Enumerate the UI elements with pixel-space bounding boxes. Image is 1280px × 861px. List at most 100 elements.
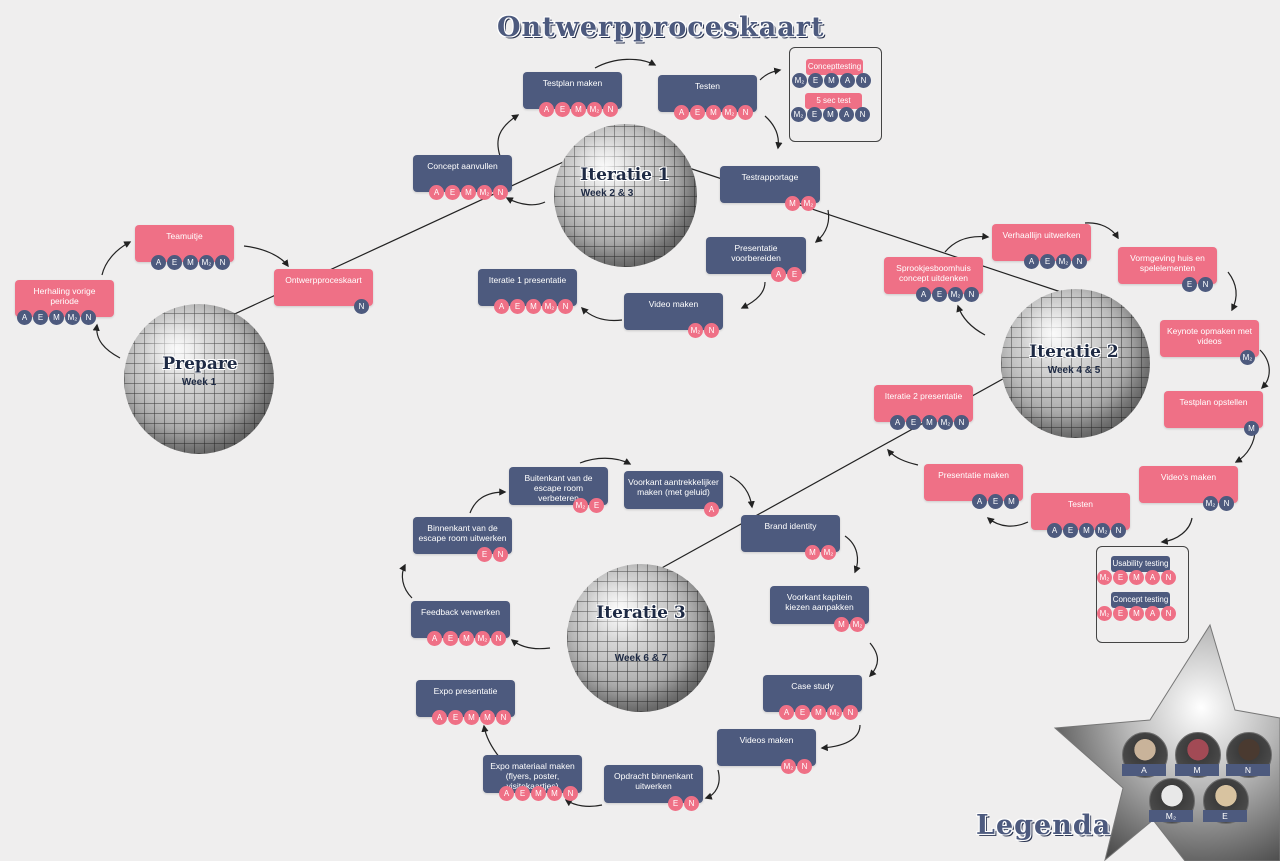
arrow — [594, 58, 657, 69]
member-chip: M — [824, 73, 839, 88]
member-chip: M — [464, 710, 479, 725]
member-chip: E — [443, 631, 458, 646]
test-method-label: 5 sec test — [805, 93, 862, 109]
member-chip: E — [988, 494, 1003, 509]
phase-subtitle: Week 1 — [181, 377, 217, 388]
member-chip: N — [563, 786, 578, 801]
member-chip: M — [922, 415, 937, 430]
arrow — [956, 304, 986, 336]
arrow — [510, 639, 551, 650]
member-chip: N — [1161, 606, 1176, 621]
task-card-label: Case study — [791, 681, 834, 691]
member-chip: A — [17, 310, 32, 325]
task-card[interactable]: Voorkant aantrekkelijker maken (met gelu… — [624, 471, 723, 517]
member-chip: N — [704, 323, 719, 338]
member-chip: M — [480, 710, 495, 725]
member-chip: E — [1063, 523, 1078, 538]
phase-title: Iteratie 1 — [580, 165, 670, 185]
phase-ball-prepare — [124, 304, 274, 454]
arrow — [1227, 271, 1238, 312]
member-chip: E — [33, 310, 48, 325]
member-chip: A — [539, 102, 554, 117]
task-card-label: Buitenkant van de escape room verbeteren — [524, 473, 593, 503]
member-chip: M — [811, 705, 826, 720]
phase-ball-iteratie-1 — [554, 124, 697, 267]
task-card-label: Testrapportage — [741, 172, 799, 182]
arrow — [101, 241, 132, 276]
member-chip: M — [706, 105, 721, 120]
member-chip: N — [493, 547, 508, 562]
task-card[interactable]: Expo materiaal maken (flyers, poster, vi… — [483, 755, 582, 801]
task-card-label: Presentatie voorbereiden — [731, 243, 781, 263]
member-chip: N — [954, 415, 969, 430]
member-chip: E — [167, 255, 182, 270]
member-chip: N — [491, 631, 506, 646]
arrow — [764, 115, 783, 150]
member-chip: A — [499, 786, 514, 801]
member-chip: M — [571, 102, 586, 117]
arrow — [887, 448, 919, 466]
member-chip: M₂ — [792, 73, 807, 88]
task-card-label: Testplan maken — [542, 78, 603, 88]
test-method-label: Concept testing — [1111, 592, 1170, 608]
member-chip: M₂ — [587, 102, 602, 117]
member-chip: M₂ — [1203, 496, 1218, 511]
member-chips: M — [1244, 421, 1259, 436]
arrow — [92, 323, 121, 359]
test-method-label: Concepttesting — [806, 59, 863, 75]
member-chip: E — [807, 107, 822, 122]
arrow — [1084, 222, 1119, 240]
member-chip: E — [589, 498, 604, 513]
arrow — [986, 517, 1029, 527]
task-card-label: Iteratie 1 presentatie — [488, 275, 567, 285]
member-chip: A — [779, 705, 794, 720]
member-chip: N — [1219, 496, 1234, 511]
task-card-label: Binnenkant van de escape room uitwerken — [418, 523, 507, 543]
member-chip: M — [1079, 523, 1094, 538]
task-card[interactable]: Buitenkant van de escape room verbeteren… — [509, 467, 608, 513]
member-chip: E — [445, 185, 460, 200]
member-chip: N — [1161, 570, 1176, 585]
arrow — [869, 642, 879, 678]
member-chip: M₂ — [722, 105, 737, 120]
